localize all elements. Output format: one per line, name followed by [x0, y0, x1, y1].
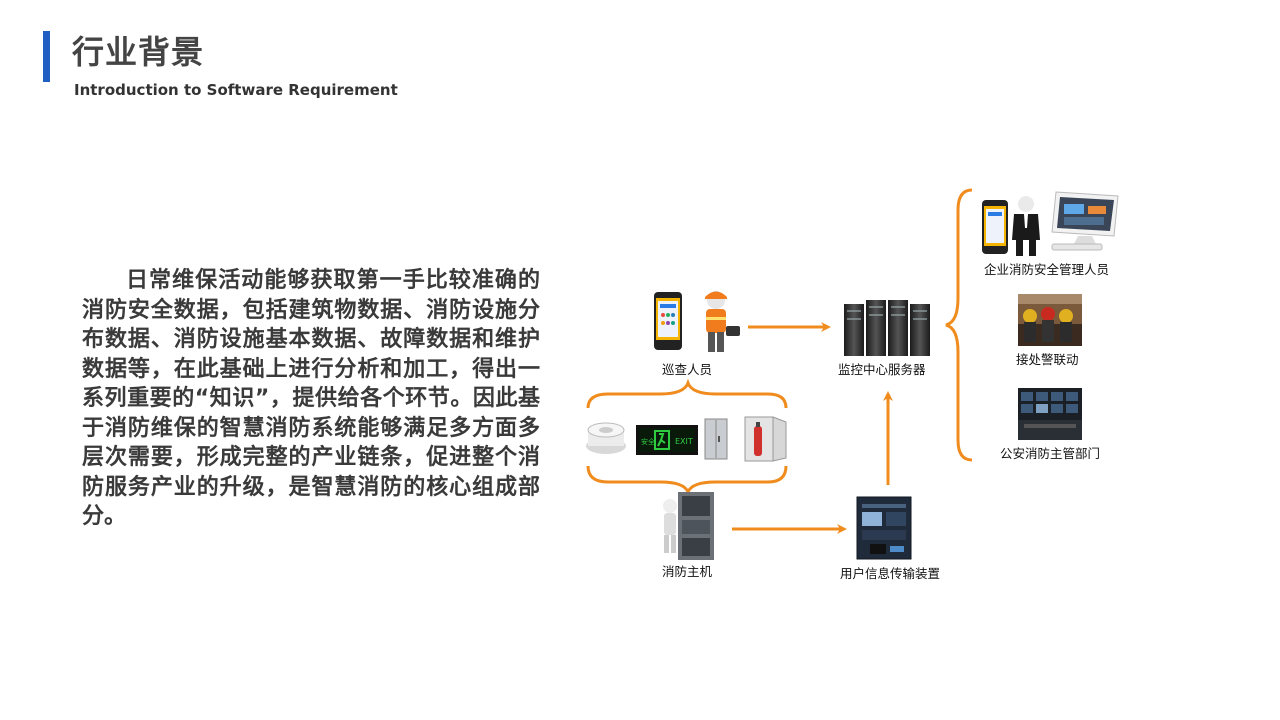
label-transmitter: 用户信息传输装置 [840, 566, 941, 581]
label-fire-host: 消防主机 [662, 564, 713, 579]
firefighters-photo [1018, 294, 1082, 346]
svg-text:EXIT: EXIT [675, 437, 693, 446]
label-police: 公安消防主管部门 [1000, 446, 1101, 461]
cabinet-icon [704, 418, 728, 460]
svg-text:安全: 安全 [641, 437, 655, 446]
phone-icon [654, 292, 682, 350]
exit-sign-icon: EXIT 安全 [636, 425, 698, 455]
label-alarm: 接处警联动 [1016, 352, 1079, 367]
label-server: 监控中心服务器 [838, 362, 926, 377]
manager-icon [982, 196, 1040, 256]
control-room-photo [1018, 388, 1082, 440]
smoke-detector-icon [586, 422, 626, 454]
brace-devices-top [586, 378, 788, 409]
page-subtitle: Introduction to Software Requirement [74, 81, 398, 99]
label-patrol: 巡查人员 [662, 362, 713, 377]
brace-outputs [945, 188, 973, 462]
worker-icon [705, 291, 740, 352]
title-accent-bar [43, 31, 50, 82]
transmitter-icon [856, 496, 912, 560]
label-enterprise: 企业消防安全管理人员 [984, 262, 1110, 277]
extinguisher-cabinet-icon [744, 416, 787, 462]
page-title: 行业背景 [72, 33, 205, 71]
brace-devices-bottom [586, 465, 788, 497]
system-diagram: 巡查人员 监控中心服务器 EXIT 安全 [560, 180, 1280, 600]
server-icon [844, 300, 930, 356]
monitor-icon [1051, 191, 1119, 251]
fire-host-icon [663, 492, 714, 560]
intro-paragraph: 日常维保活动能够获取第一手比较准确的消防安全数据，包括建筑物数据、消防设施分布数… [82, 268, 540, 529]
